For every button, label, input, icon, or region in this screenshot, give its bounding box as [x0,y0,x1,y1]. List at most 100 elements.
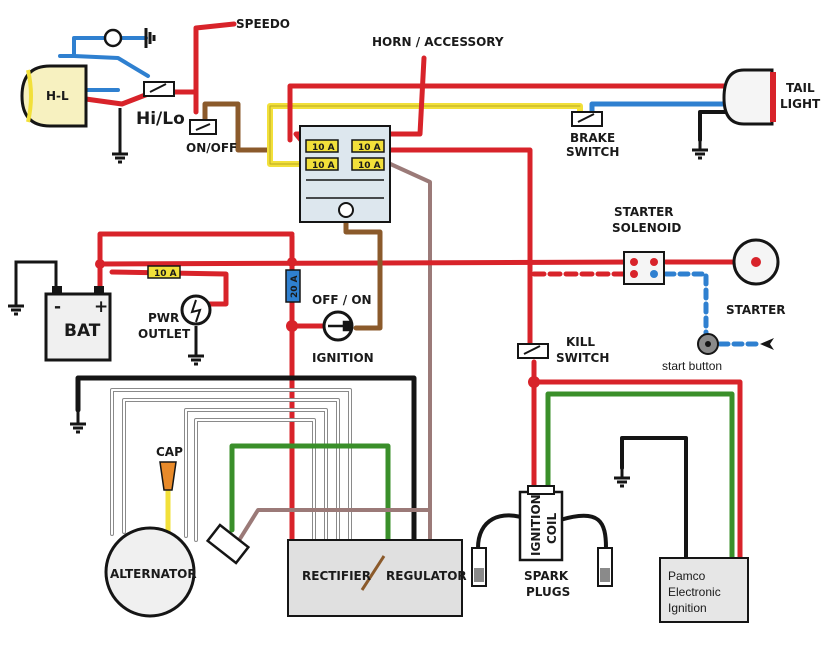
horn-label: HORN / ACCESSORY [372,35,504,49]
fuse-4 [351,157,385,171]
pamco-label-3: Ignition [668,601,707,615]
ground-alt [70,410,86,434]
wire-red-battery-top [97,231,295,293]
coil-label-1: IGNITION [529,494,543,556]
ground-battery [8,260,58,316]
hilo-label: Hi/Lo [136,109,185,129]
ground-hl-blue [144,28,156,48]
rectifier-label: RECTIFIER [302,569,371,583]
headlight-label: H-L [46,89,69,103]
tail-light: TAIL LIGHT [722,68,821,126]
wire-yellow-outline [269,105,581,165]
minus-sign: - [54,297,61,317]
kill-label-2: SWITCH [556,351,609,365]
spark-plug-left [471,547,487,587]
junctions [95,257,540,388]
wire-red-fuse-kill [381,147,533,351]
starter-label: STARTER [726,303,786,317]
onoff-label: ON/OFF [186,141,237,155]
spark-label-2: PLUGS [526,585,570,599]
pickup-sensor [205,523,251,565]
coil-label-2: COIL [545,513,559,544]
wire-blue-brake-tail [589,101,729,117]
solenoid-label-2: SOLENOID [612,221,681,235]
plus-sign: + [94,297,108,317]
kill-label-1: KILL [566,335,595,349]
offon-label: OFF / ON [312,293,372,307]
fuse-1 [305,139,339,153]
pwr-label-2: OUTLET [138,327,191,341]
spark-plug-right [597,547,613,587]
wire-mauve-sensor [236,508,432,544]
svg-text:10 A: 10 A [312,161,335,171]
wire-white-alt-2b [123,399,339,541]
battery: - + BAT [44,286,112,362]
start-button: start button [662,333,774,373]
bulb-icon [103,28,123,48]
battery-fuse: 10 A [147,265,181,279]
wire-white-alt-1b [111,389,351,541]
rectifier-regulator: RECTIFIER REGULATOR [287,539,467,617]
brake-label-1: BRAKE [570,131,615,145]
solenoid-label-1: STARTER [614,205,674,219]
wire-white-alt-3b [185,409,327,541]
pamco-ignition: Pamco Electronic Ignition [659,557,749,623]
ignition-switch: OFF / ON IGNITION [312,293,374,365]
main-fuse: 20 A [285,269,301,303]
hilo-switch: Hi/Lo [136,81,185,129]
ignition-label: IGNITION [312,351,374,365]
capacitor: CAP [156,445,183,491]
ground-outlet [188,326,204,366]
battery-label: BAT [64,321,101,341]
pamco-label-2: Electronic [668,585,721,599]
pwr-label-1: PWR [148,311,179,325]
cap-label: CAP [156,445,183,459]
ground-headlight [112,108,128,164]
wire-red-pamco [531,379,743,561]
wire-spark-right [558,513,608,550]
alternator-label: ALTERNATOR [110,567,197,581]
starter-motor: STARTER [726,238,786,317]
svg-text:10 A: 10 A [312,143,335,153]
wire-white-alt-4b [195,419,315,541]
spark-label-1: SPARK [524,569,569,583]
ground-symbols [8,28,708,488]
wire-black-alt [75,375,417,543]
brake-switch: BRAKE SWITCH [566,111,619,159]
key-icon [328,320,352,332]
ground-pamco [614,468,630,488]
power-outlet: PWR OUTLET [138,294,212,341]
wire-brown-ignition [343,215,383,331]
kill-switch: KILL SWITCH [517,335,609,365]
regulator-label: REGULATOR [386,569,467,583]
svg-text:10 A: 10 A [358,161,381,171]
wire-hilo-onoff [173,89,199,115]
ignition-coil: IGNITION COIL [518,485,564,562]
wire-tail-ground [698,110,734,142]
headlight: H-L [20,64,88,128]
wire-headlight-blue [58,36,150,92]
tail-label-2: LIGHT [780,97,821,111]
wire-red-battery-main [97,259,743,267]
starter-solenoid: STARTER SOLENOID [612,205,681,285]
svg-text:10 A: 10 A [358,143,381,153]
brake-label-2: SWITCH [566,145,619,159]
wire-green-pamco [545,391,735,561]
wire-onoff-brown [202,101,271,153]
wire-white-alt-3 [184,408,328,542]
wire-black-pamco [620,436,688,560]
onoff-switch: ON/OFF [186,119,237,155]
wire-white-alt-4 [194,418,316,542]
wire-starter-blue-dashed [663,271,763,347]
svg-text:20 A: 20 A [290,275,300,298]
speedo-label: SPEEDO [236,17,290,31]
fuse-3 [305,157,339,171]
alternator: ALTERNATOR [104,526,197,618]
pamco-label-1: Pamco [668,569,706,583]
arrow-icon [760,338,774,350]
ground-tail [692,140,708,160]
fuse-box: 10 A 10 A 10 A 10 A [299,125,391,223]
fuse-2 [351,139,385,153]
start-button-label: start button [662,359,722,373]
